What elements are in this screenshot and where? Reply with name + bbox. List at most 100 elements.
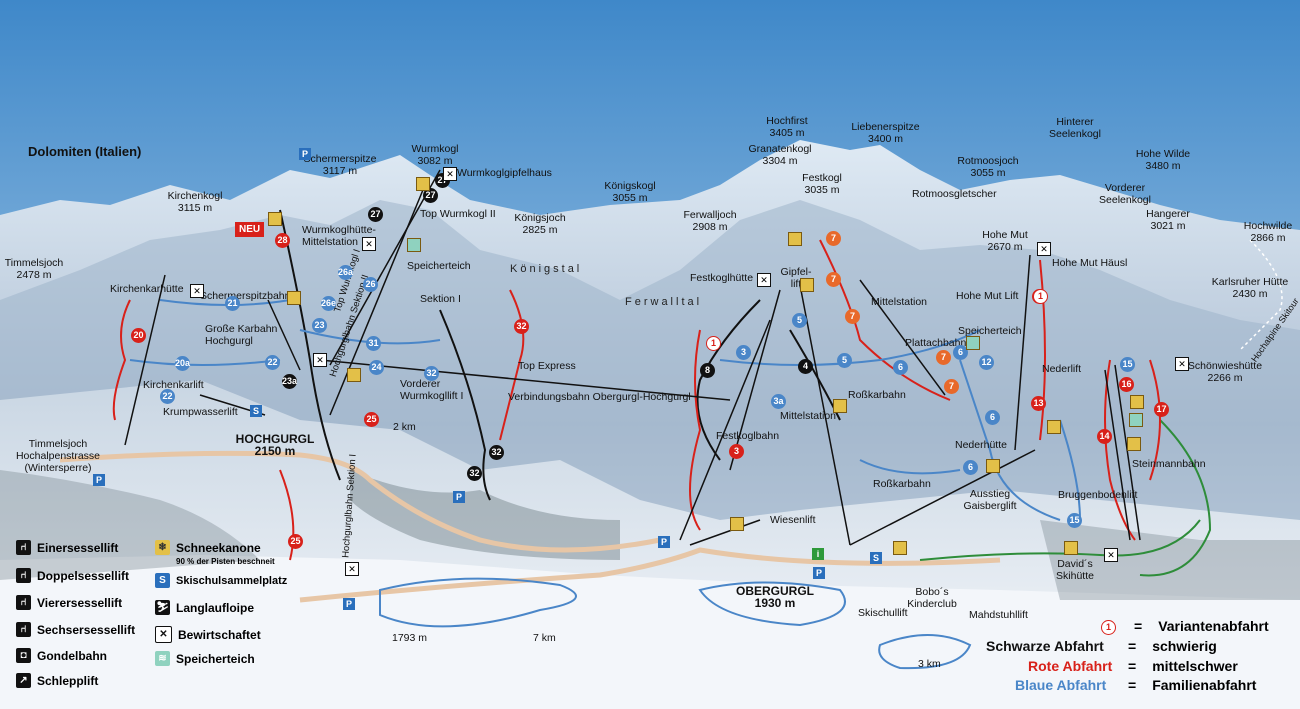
run-number: 3a bbox=[771, 394, 786, 409]
run-number: 23a bbox=[282, 374, 297, 389]
snow-cannon-icon: ❄ bbox=[155, 540, 170, 555]
run-number: 32 bbox=[489, 445, 504, 460]
run-number: 23 bbox=[312, 318, 327, 333]
gondola-icon: ◘ bbox=[16, 648, 31, 663]
difficulty-row: Rote Abfahrt bbox=[1028, 658, 1113, 674]
restaurant-icon: ✕ bbox=[155, 626, 172, 643]
distance-label: 3 km bbox=[918, 658, 941, 670]
run-number: 13 bbox=[1031, 396, 1046, 411]
run-number: 20a bbox=[175, 356, 190, 371]
run-number: 25 bbox=[288, 534, 303, 549]
lift-label: Vorderer Wurmkogllift I bbox=[400, 378, 464, 402]
peak-label: Hinterer Seelenkogl bbox=[1049, 116, 1101, 140]
run-number: 26e bbox=[321, 296, 336, 311]
run-number: 25 bbox=[364, 412, 379, 427]
legend-item: ⑁Einersessellift bbox=[16, 540, 118, 555]
snow-cannon-icon bbox=[833, 399, 847, 413]
ski-school-icon: S bbox=[155, 573, 170, 588]
reservoir-icon bbox=[966, 336, 980, 350]
valley-label: Königstal bbox=[510, 263, 583, 275]
run-number: 4 bbox=[798, 359, 813, 374]
info-icon: i bbox=[812, 548, 824, 560]
hut-label: Wurmkoglgipfelhaus bbox=[457, 167, 552, 179]
run-number: 22 bbox=[160, 389, 175, 404]
hut-label: Festkoglhütte bbox=[690, 272, 754, 284]
hut-label: Hohe Mut Häusl bbox=[1052, 257, 1128, 269]
legend-item: ⛷Langlaufloipe bbox=[155, 600, 254, 615]
snow-cannon-icon bbox=[1127, 437, 1141, 451]
run-number: 27 bbox=[368, 207, 383, 222]
snow-cannon-icon bbox=[347, 368, 361, 382]
difficulty-row: =schwierig bbox=[1128, 638, 1217, 654]
run-number: 14 bbox=[1097, 429, 1112, 444]
ski-school-icon: S bbox=[250, 405, 262, 417]
quad-chairlift-icon: ⑁ bbox=[16, 595, 31, 610]
run-number: 7 bbox=[845, 309, 860, 324]
lift-label: Plattachbahn bbox=[905, 337, 967, 349]
restaurant-icon: ✕ bbox=[362, 237, 376, 251]
run-number: 6 bbox=[963, 460, 978, 475]
snow-cannon-icon bbox=[1130, 395, 1144, 409]
legend-item: ◘Gondelbahn bbox=[16, 648, 107, 663]
legend-item: ↗Schlepplift bbox=[16, 673, 98, 688]
lift-label: Schermerspitzbahn bbox=[200, 290, 291, 302]
legend-item: ⑁Vierersessellift bbox=[16, 595, 122, 610]
run-number: 3 bbox=[729, 444, 744, 459]
reservoir-icon: ≋ bbox=[155, 651, 170, 666]
lift-label: Krumpwasserlift bbox=[163, 406, 238, 418]
run-number: 17 bbox=[1154, 402, 1169, 417]
parking-icon: P bbox=[93, 474, 105, 486]
elevation-label: 1793 m bbox=[392, 632, 428, 644]
difficulty-row: 1=Variantenabfahrt bbox=[1097, 616, 1269, 638]
lift-label: Top Express bbox=[518, 360, 576, 372]
difficulty-row: Blaue Abfahrt bbox=[1015, 677, 1107, 693]
run-number: 32 bbox=[467, 466, 482, 481]
restaurant-icon: ✕ bbox=[1175, 357, 1189, 371]
peak-label: Vorderer Seelenkogl bbox=[1099, 182, 1151, 206]
snow-cannon-icon bbox=[986, 459, 1000, 473]
hut-label: Nederhütte bbox=[955, 439, 1007, 451]
station-label: Mittelstation bbox=[871, 296, 928, 308]
valley-label: Ferwalltal bbox=[625, 296, 703, 308]
run-number: 5 bbox=[837, 353, 852, 368]
run-number: 26a bbox=[338, 265, 353, 280]
lift-label: Kirchenkarlift bbox=[143, 379, 204, 391]
restaurant-icon: ✕ bbox=[1104, 548, 1118, 562]
legend-item: ⑁Doppelsessellift bbox=[16, 568, 129, 583]
run-number: 22 bbox=[265, 355, 280, 370]
parking-icon: P bbox=[453, 491, 465, 503]
snow-note: 90 % der Pisten beschneit bbox=[176, 557, 275, 566]
run-number: 7 bbox=[936, 350, 951, 365]
run-number: 15 bbox=[1067, 513, 1082, 528]
difficulty-row: Schwarze Abfahrt bbox=[986, 638, 1104, 654]
restaurant-icon: ✕ bbox=[345, 562, 359, 576]
lift-label: Mahdstuhllift bbox=[969, 609, 1028, 621]
run-number: 16 bbox=[1119, 377, 1134, 392]
road-label: Timmelsjoch Hochalpenstrasse (Wintersper… bbox=[15, 438, 101, 474]
lift-label: Roßkarbahn bbox=[848, 389, 906, 401]
snow-cannon-icon bbox=[287, 291, 301, 305]
draglift-icon: ↗ bbox=[16, 673, 31, 688]
station-label: Mittelstation bbox=[780, 410, 837, 422]
hut-label: Wurmkoglhütte- Mittelstation bbox=[302, 224, 376, 248]
club-label: Bobo´s Kinderclub bbox=[907, 586, 957, 610]
run-number: 21 bbox=[225, 296, 240, 311]
parking-icon: P bbox=[299, 148, 311, 160]
lift-label: Skischullift bbox=[858, 607, 908, 619]
snow-cannon-icon bbox=[800, 278, 814, 292]
